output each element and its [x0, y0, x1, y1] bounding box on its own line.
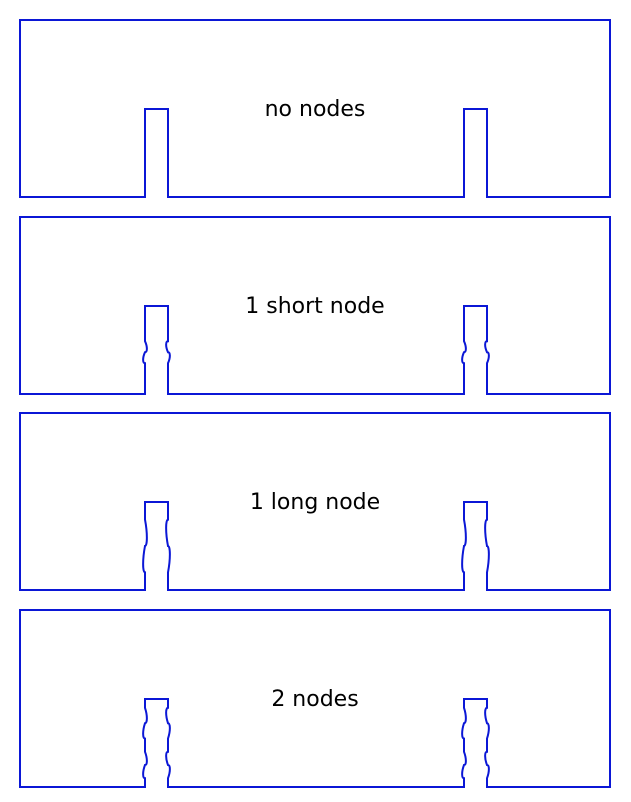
panel-2-nodes: 2 nodes [19, 609, 611, 788]
panel-1-long-node: 1 long node [19, 412, 611, 591]
panel-label: 1 long node [250, 490, 380, 515]
panel-1-short-node: 1 short node [19, 216, 611, 395]
panel-label: no nodes [265, 97, 366, 122]
panel-label: 2 nodes [271, 687, 358, 712]
panel-outline [19, 412, 611, 591]
panel-no-nodes: no nodes [19, 19, 611, 198]
panel-outline [19, 609, 611, 788]
panel-outline [19, 216, 611, 395]
panel-label: 1 short node [245, 294, 384, 319]
panel-outline [19, 19, 611, 198]
